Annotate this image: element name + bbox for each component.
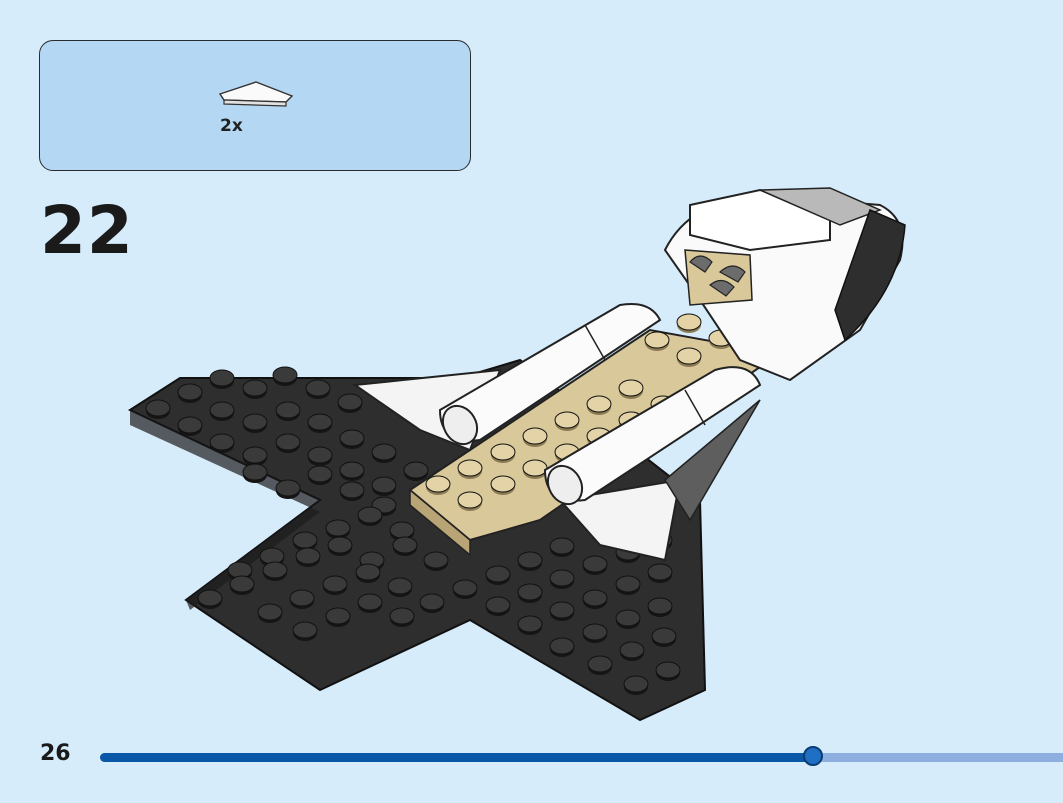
tan-plate-studs xyxy=(425,313,734,511)
stud-top xyxy=(272,366,298,384)
stud-top xyxy=(145,399,171,417)
stud-top xyxy=(371,476,397,494)
stud-top xyxy=(522,459,548,477)
stud-top xyxy=(327,536,353,554)
stud-top xyxy=(619,641,645,659)
stud-top xyxy=(242,413,268,431)
stud-top xyxy=(582,623,608,641)
stud-top xyxy=(615,575,641,593)
stud-top xyxy=(490,475,516,493)
white-wedge-tile-icon xyxy=(218,81,294,107)
stud-top xyxy=(339,461,365,479)
stud-top xyxy=(485,596,511,614)
stud-top xyxy=(655,661,681,679)
stud-top xyxy=(262,561,288,579)
white-wing-right xyxy=(558,478,682,562)
step-number: 22 xyxy=(40,192,134,269)
stud-top xyxy=(275,433,301,451)
stud-top xyxy=(587,655,613,673)
stud-top xyxy=(623,675,649,693)
stud-top xyxy=(289,589,315,607)
stud-top xyxy=(389,607,415,625)
stud-top xyxy=(517,615,543,633)
stud-top xyxy=(275,401,301,419)
stud-top xyxy=(549,637,575,655)
stud-top xyxy=(197,589,223,607)
stud-top xyxy=(676,313,702,331)
stud-top xyxy=(339,481,365,499)
stud-top xyxy=(177,416,203,434)
stud-top xyxy=(457,459,483,477)
stud-top xyxy=(615,609,641,627)
stud-top xyxy=(357,593,383,611)
stud-top xyxy=(242,446,268,464)
stud-top xyxy=(325,519,351,537)
stud-top xyxy=(387,577,413,595)
stud-top xyxy=(305,379,331,397)
model-illustration xyxy=(127,187,906,722)
stud-top xyxy=(177,383,203,401)
stud-top xyxy=(490,443,516,461)
stud-top xyxy=(517,583,543,601)
stud-top xyxy=(339,429,365,447)
stud-top xyxy=(549,601,575,619)
stud-top xyxy=(618,379,644,397)
stud-top xyxy=(355,563,381,581)
stud-top xyxy=(292,621,318,639)
stud-top xyxy=(517,551,543,569)
stud-top xyxy=(554,411,580,429)
stud-top xyxy=(371,443,397,461)
stud-top xyxy=(549,537,575,555)
stud-top xyxy=(522,427,548,445)
progress-marker xyxy=(803,746,823,766)
stud-top xyxy=(651,627,677,645)
cockpit-nose-assembly xyxy=(663,187,906,382)
stud-top xyxy=(357,506,383,524)
stud-top xyxy=(295,547,321,565)
stud-top xyxy=(485,565,511,583)
stud-top xyxy=(647,597,673,615)
stud-top xyxy=(586,395,612,413)
stud-top xyxy=(307,446,333,464)
stud-top xyxy=(229,575,255,593)
stud-top xyxy=(292,531,318,549)
stud-top xyxy=(403,461,429,479)
stud-top xyxy=(259,547,285,565)
progress-bar xyxy=(100,746,1063,766)
stud-top xyxy=(242,379,268,397)
stud-top xyxy=(209,433,235,451)
stud-top xyxy=(325,607,351,625)
stud-top xyxy=(452,579,478,597)
progress-fill xyxy=(100,753,813,762)
stud-top xyxy=(322,575,348,593)
stud-top xyxy=(242,463,268,481)
white-cylinder-left xyxy=(438,303,662,446)
stud-top xyxy=(423,551,449,569)
stud-top xyxy=(257,603,283,621)
stud-top xyxy=(307,465,333,483)
stud-top xyxy=(457,491,483,509)
stud-top xyxy=(392,536,418,554)
part-quantity: 2x xyxy=(220,116,243,136)
stud-top xyxy=(644,331,670,349)
stud-top xyxy=(307,413,333,431)
stud-top xyxy=(676,347,702,365)
stud-top xyxy=(209,401,235,419)
stud-top xyxy=(389,521,415,539)
page-number: 26 xyxy=(40,741,71,766)
black-plate-studs xyxy=(145,366,681,695)
white-cylinder-right xyxy=(543,366,762,506)
stud-top xyxy=(337,393,363,411)
stud-top xyxy=(275,479,301,497)
stud-top xyxy=(582,589,608,607)
stud-top xyxy=(209,369,235,387)
stud-top xyxy=(647,563,673,581)
stud-top xyxy=(419,593,445,611)
stud-top xyxy=(549,569,575,587)
stud-top xyxy=(425,475,451,493)
stud-top xyxy=(582,555,608,573)
